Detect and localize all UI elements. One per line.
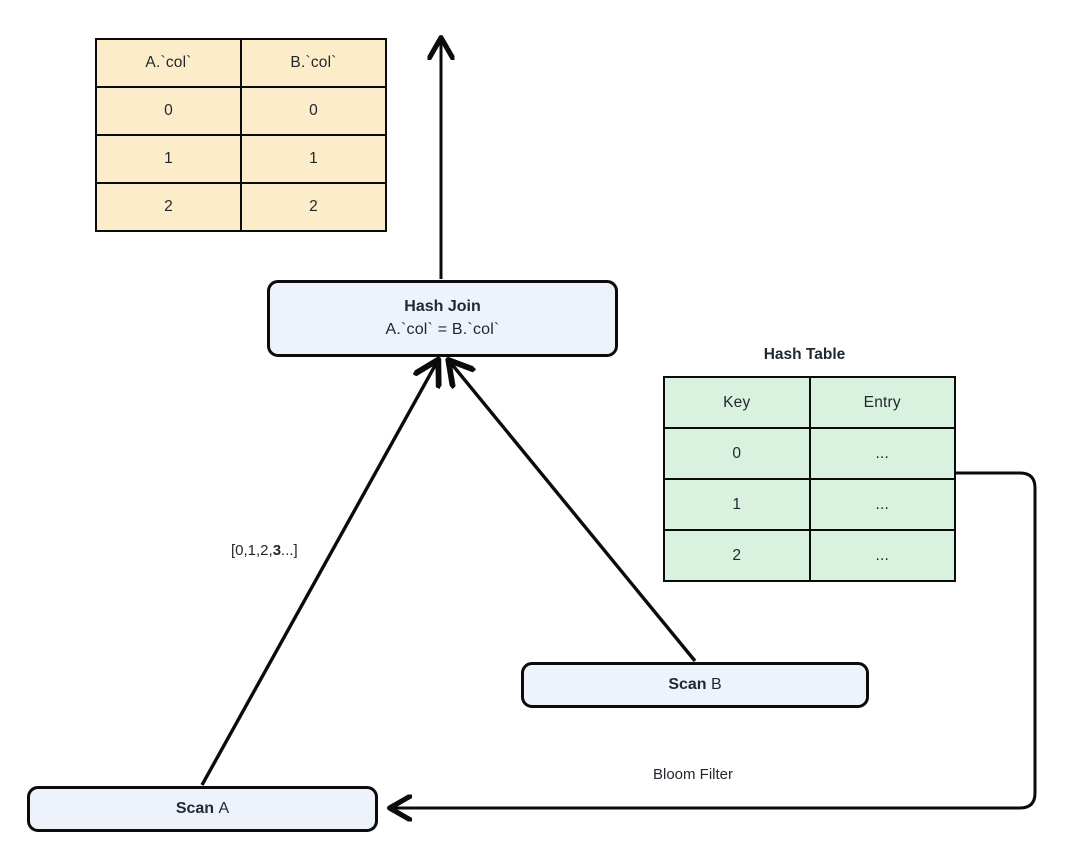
hash-join-title: Hash Join [404, 298, 481, 316]
result-cell: 1 [240, 134, 387, 184]
edge-label-bloom-filter: Bloom Filter [653, 766, 734, 783]
table-row: 1 ... [663, 478, 956, 531]
scan-b-title: Scan [668, 675, 707, 693]
edge-scana-to-hashjoin [200, 362, 437, 786]
probe-keys-prefix: [0,1,2, [231, 542, 273, 559]
probe-keys-bold-value: 3 [272, 542, 282, 559]
scan-b-relation: B [711, 675, 722, 693]
result-header-a: A.`col` [95, 38, 242, 88]
join-result-table: A.`col` B.`col` 0 0 1 1 2 2 [95, 38, 387, 232]
table-row: 0 ... [663, 427, 956, 480]
hash-header-key: Key [663, 376, 811, 429]
hash-cell-entry: ... [808, 529, 956, 582]
scan-a-title: Scan [175, 799, 215, 817]
hash-table-caption: Hash Table [763, 346, 846, 363]
operator-scan-a[interactable]: Scan A [27, 786, 378, 832]
table-row-header: A.`col` B.`col` [95, 38, 387, 88]
table-row: 2 ... [663, 529, 956, 582]
probe-keys-suffix: ...] [281, 542, 298, 559]
scan-b-label: Scan B [668, 674, 721, 696]
result-cell: 2 [240, 182, 387, 232]
result-cell: 1 [95, 134, 242, 184]
scan-a-relation: A [218, 799, 230, 817]
table-row: 2 2 [95, 182, 387, 232]
operator-hash-join[interactable]: Hash Join A.`col` = B.`col` [267, 280, 618, 357]
hash-cell-entry: ... [808, 427, 956, 480]
result-cell: 0 [95, 86, 242, 136]
scan-a-label: Scan A [176, 798, 229, 820]
edge-scanb-to-hashjoin [450, 362, 697, 663]
result-cell: 0 [240, 86, 387, 136]
operator-scan-b[interactable]: Scan B [521, 662, 869, 708]
hash-header-entry: Entry [808, 376, 956, 429]
edge-label-probe-keys: [0,1,2,3...] [231, 542, 298, 559]
hash-table: Key Entry 0 ... 1 ... 2 ... [663, 376, 956, 582]
hash-cell-key: 2 [663, 529, 811, 582]
hash-cell-entry: ... [808, 478, 956, 531]
hash-cell-key: 1 [663, 478, 811, 531]
table-row-header: Key Entry [663, 376, 956, 429]
hash-join-predicate: A.`col` = B.`col` [385, 320, 500, 338]
table-row: 1 1 [95, 134, 387, 184]
result-cell: 2 [95, 182, 242, 232]
table-row: 0 0 [95, 86, 387, 136]
result-header-b: B.`col` [240, 38, 387, 88]
hash-cell-key: 0 [663, 427, 811, 480]
